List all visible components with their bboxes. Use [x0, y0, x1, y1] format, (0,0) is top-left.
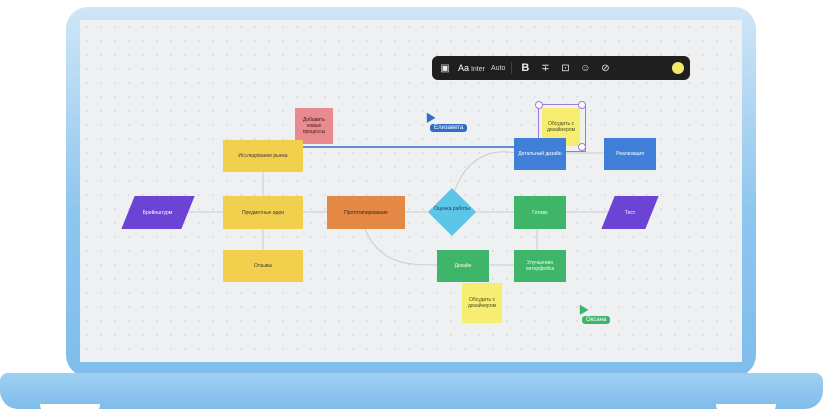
node-review-label: Оценка работы — [434, 206, 470, 212]
resize-handle[interactable] — [578, 143, 586, 151]
card-icon[interactable]: ⊡ — [561, 62, 570, 74]
node-research[interactable]: Исследование рынка — [223, 140, 303, 172]
node-design[interactable]: Дизайн — [437, 250, 489, 282]
node-feedback[interactable]: Отзывы — [223, 250, 303, 282]
font-picker[interactable]: Aa Inter — [458, 63, 485, 73]
connector-lines — [187, 146, 608, 292]
cursor-label-blue: Елизавета — [430, 124, 468, 132]
font-size-select[interactable]: Auto — [490, 64, 506, 72]
laptop-foot-right — [716, 404, 776, 416]
font-aa-label: Aa — [458, 63, 470, 73]
laptop-foot-left — [40, 404, 100, 416]
node-improve[interactable]: Улучшения интерфейса — [514, 250, 566, 282]
node-realization[interactable]: Реализация — [604, 138, 656, 170]
link-icon[interactable]: ⊘ — [601, 62, 610, 74]
node-ready[interactable]: Готово — [514, 196, 566, 229]
sticky-note-bottom[interactable]: Обсудить с дизайнером — [462, 283, 502, 323]
resize-handle[interactable] — [578, 101, 586, 109]
strikethrough-icon[interactable]: ∓ — [541, 62, 550, 74]
node-prototype[interactable]: Прототипирование — [327, 196, 405, 229]
node-start-label: Брейнштурм — [143, 209, 173, 216]
text-format-toolbar: ▣ Aa Inter Auto B ∓ ⊡ ☺ ⊘ — [432, 56, 690, 80]
whiteboard-canvas[interactable]: ▣ Aa Inter Auto B ∓ ⊡ ☺ ⊘ Добавить новые… — [80, 20, 742, 362]
sticky-note-icon[interactable]: ▣ — [440, 62, 450, 74]
font-name: Inter — [470, 66, 485, 73]
cursor-label-green: Оксана — [582, 316, 611, 324]
toolbar-divider — [511, 62, 513, 74]
resize-handle[interactable] — [535, 101, 543, 109]
node-test-label: Тест — [624, 209, 636, 216]
node-ideas[interactable]: Предметные идеи — [223, 196, 303, 229]
node-design-detail[interactable]: Детальный дизайн — [514, 138, 566, 170]
color-swatch-icon[interactable] — [672, 62, 684, 74]
emoji-icon[interactable]: ☺ — [580, 62, 591, 74]
bold-icon[interactable]: B — [521, 62, 530, 74]
sticky-note-pink[interactable]: Добавить новые процессы — [295, 108, 333, 144]
laptop-base — [0, 373, 823, 409]
